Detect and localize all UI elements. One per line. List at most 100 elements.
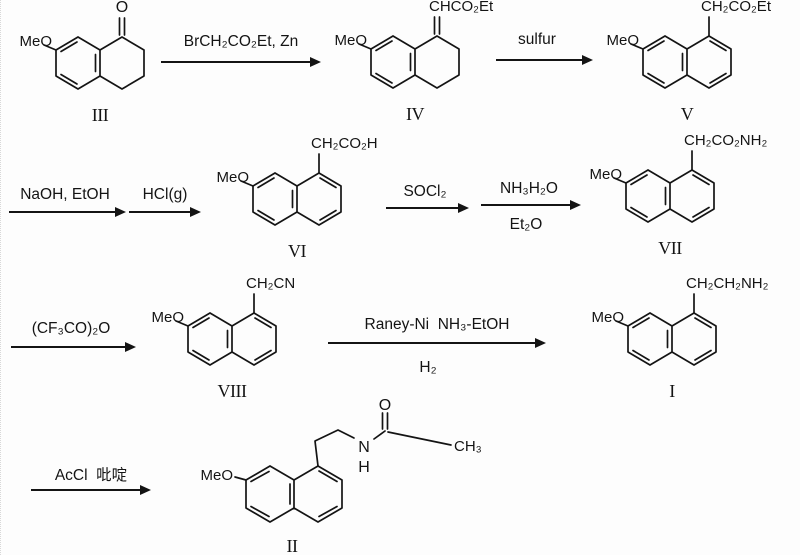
aromatic-double-bonds (192, 317, 272, 361)
reagent-arrow-7-above: (CF₃CO)₂O (31, 320, 111, 337)
methoxy-bond (358, 43, 372, 50)
reagent-arrow-6-below: Et₂O (509, 216, 543, 233)
arrow-shaft (481, 204, 573, 206)
naphthalene-skeleton (627, 312, 717, 366)
compound-numeral: VI (288, 241, 306, 261)
arrow-shaft (129, 211, 193, 213)
methoxy-bond (175, 320, 189, 327)
naphthalene-skeleton (252, 172, 342, 226)
reagent-arrow-8-below: H₂ (419, 359, 437, 376)
methoxy-bond (613, 177, 627, 184)
amide-n-c-bond (373, 430, 386, 440)
arrow-head-icon (582, 54, 593, 65)
aromatic-double-bonds (257, 177, 337, 221)
compound-IV-structure: CHCO₂Et MeO IV (334, 0, 494, 124)
side-chain-label: CH₂CH₂NH₂ (686, 275, 769, 292)
compound-II-structure: O N H CH₃ MeO II (200, 397, 482, 555)
aromatic-double-bonds (632, 317, 712, 361)
aromatic-double-bonds (250, 470, 338, 518)
ketone-oxygen-label: O (116, 0, 128, 16)
side-chain-label: CH₂CO₂Et (701, 0, 772, 15)
reaction-arrow-1 (161, 56, 321, 67)
methoxy-label: MeO (589, 166, 622, 183)
reaction-arrow-4 (129, 206, 201, 217)
c-methyl-bond (387, 431, 452, 446)
reaction-arrow-6 (481, 199, 581, 210)
compound-numeral: III (92, 105, 109, 125)
carbonyl-double-bond (381, 412, 389, 430)
methoxy-bond (615, 320, 629, 327)
tetralin-skeleton (55, 36, 145, 90)
methoxy-label: MeO (591, 309, 624, 326)
arrow-shaft (31, 489, 143, 491)
arrow-head-icon (310, 56, 321, 67)
compound-V-structure: CH₂CO₂Et MeO V (606, 0, 772, 124)
methoxy-label: MeO (19, 33, 52, 50)
compound-numeral: I (669, 381, 675, 401)
naphthalene-skeleton (625, 169, 715, 223)
ethylamine-chain-bonds (314, 429, 355, 467)
compound-numeral: II (287, 536, 298, 555)
compound-numeral: IV (406, 104, 424, 124)
reaction-arrow-3 (9, 206, 126, 217)
arrow-shaft (9, 211, 118, 213)
compound-VII-structure: CH₂CO₂NH₂ MeO VII (589, 132, 767, 258)
amide-nitrogen-label: N (358, 439, 370, 456)
methoxy-label: MeO (151, 309, 184, 326)
reagent-arrow-5-above: SOCl₂ (403, 183, 447, 200)
arrow-shaft (496, 59, 585, 61)
compound-VIII-structure: CH₂CN MeO VIII (151, 275, 295, 401)
arrow-head-icon (115, 206, 126, 217)
methoxy-bond (234, 476, 247, 481)
reagent-arrow-6-above: NH₃H₂O (500, 180, 558, 197)
reagent-arrow-8-above: Raney-Ni NH₃-EtOH (364, 316, 510, 333)
reaction-arrow-8 (328, 337, 546, 348)
compound-I-structure: CH₂CH₂NH₂ MeO I (591, 275, 769, 401)
reagent-arrow-3-above: NaOH, EtOH (20, 186, 110, 203)
arrow-shaft (161, 61, 313, 63)
arrow-shaft (386, 207, 461, 209)
side-chain-label: CH₂CO₂H (311, 135, 378, 152)
carbonyl-oxygen-label: O (379, 397, 391, 414)
exocyclic-double-bond (433, 16, 441, 35)
compound-numeral: VIII (218, 381, 247, 401)
side-chain-label: CH₂CO₂NH₂ (684, 132, 767, 149)
methoxy-bond (240, 180, 254, 187)
tetralin-skeleton (370, 35, 460, 89)
aromatic-double-bonds (60, 41, 97, 85)
arrow-head-icon (190, 206, 201, 217)
compound-numeral: V (681, 104, 694, 124)
methoxy-label: MeO (334, 32, 367, 49)
arrow-shaft (11, 346, 128, 348)
methoxy-label: MeO (200, 467, 233, 484)
reagent-arrow-4-above: HCl(g) (142, 186, 188, 203)
aromatic-double-bonds (647, 40, 727, 84)
methoxy-label: MeO (216, 169, 249, 186)
compound-VI-structure: CH₂CO₂H MeO VI (216, 135, 378, 261)
compound-III-structure: O MeO III (19, 0, 145, 125)
arrow-head-icon (570, 199, 581, 210)
methoxy-label: MeO (606, 32, 639, 49)
reaction-arrow-9 (31, 484, 151, 495)
methyl-label: CH₃ (454, 438, 482, 455)
naphthalene-skeleton (245, 465, 343, 523)
naphthalene-skeleton (187, 312, 277, 366)
compound-numeral: VII (658, 238, 682, 258)
methoxy-bond (43, 44, 57, 51)
arrow-head-icon (125, 341, 136, 352)
side-chain-label: CH₂CN (246, 275, 295, 292)
aromatic-double-bonds (630, 174, 710, 218)
reaction-arrow-5 (386, 202, 469, 213)
ketone-double-bond (118, 17, 126, 36)
aromatic-double-bonds (375, 40, 412, 84)
reagent-arrow-9-above: AcCl 吡啶 (54, 467, 128, 484)
reagent-arrow-2-above: sulfur (518, 31, 556, 48)
reagent-arrow-1-above: BrCH₂CO₂Et, Zn (183, 33, 299, 50)
arrow-head-icon (535, 337, 546, 348)
arrow-shaft (328, 342, 538, 344)
side-chain-label: CHCO₂Et (429, 0, 494, 15)
reaction-arrow-7 (11, 341, 136, 352)
methoxy-bond (630, 43, 644, 50)
arrow-head-icon (458, 202, 469, 213)
